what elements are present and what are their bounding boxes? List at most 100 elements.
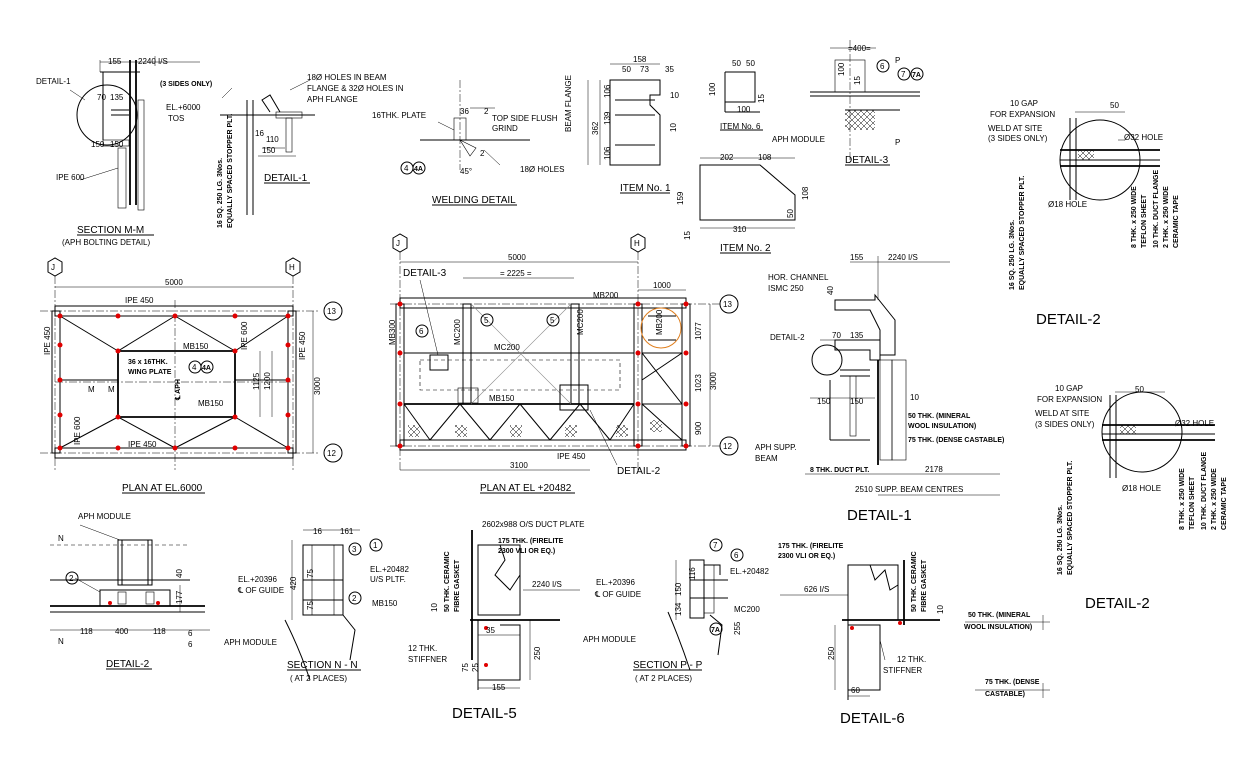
holes-note-3: APH FLANGE [307,95,358,104]
grid-12: 12 [327,449,336,458]
firelite-note-2: 2300 VLI OR EQ.) [498,548,555,555]
module-label: APH MODULE [78,512,131,521]
dim-2240: 2240 I/S [138,57,168,66]
item6-title: ITEM No. 6 [720,122,761,131]
tos-label: TOS [168,114,184,123]
dim-150a: 150 [817,397,831,406]
dim-135: 135 [110,93,124,102]
tag-4: 4 [192,363,197,372]
dim-150b: 150 [850,397,864,406]
mineral-note-2: WOOL INSULATION) [964,624,1032,631]
callout-7a: 7A [912,72,921,79]
item-no-6: 50 50 100 100 15 ITEM No. 6 [708,59,766,131]
castable-note-2: CASTABLE) [985,691,1025,698]
dim-50: 50 [622,65,631,74]
duct-flange-note: 10 THK. DUCT FLANGE [1201,452,1208,531]
weld-note-2: (3 SIDES ONLY) [1035,420,1095,429]
flush-note-2: GRIND [492,124,518,133]
mb150-label: MB150 [372,599,398,608]
gap-note-2: FOR EXPANSION [1037,395,1102,404]
section-pp-sub: ( AT 2 PLACES) [635,674,692,683]
dim-158: 158 [633,55,647,64]
dim-10: 10 [910,393,919,402]
holes-note: 18Ø HOLES [520,165,564,174]
hole-18: Ø18 HOLE [1048,200,1087,209]
detail2-top-title: DETAIL-2 [1036,311,1101,328]
dim-400: =400= [848,44,871,53]
mb200-right: MB200 [655,309,664,335]
dim-116: 116 [688,567,697,580]
stiffener-note-1: 12 THK. [408,644,437,653]
dim-10: 10 [430,603,439,612]
section-nn-title: SECTION N - N [287,660,358,671]
section-mark-m2: M [108,385,115,394]
item1-title: ITEM No. 1 [620,183,671,194]
centerline-aph: ℄ APH [174,379,182,401]
detail5: 2602x988 O/S DUCT PLATE 175 THK. (FIRELI… [408,520,584,722]
stiffener-note-2: STIFFNER [883,666,922,675]
ceramic-note-2: FIBRE GASKET [921,559,928,612]
dim-159: 159 [676,191,685,205]
dim-35: 35 [665,65,674,74]
beam-600-left: IPE 600 [73,416,82,445]
grid-j: J [51,263,55,272]
section-pp: 7 6 7A EL.+20482 EL.+20396 ℄ OF GUIDE MC… [583,538,769,683]
tag-4: 4 [404,164,409,173]
castable-note: 75 THK. (DENSE CASTABLE) [908,437,1004,444]
stiffener-note-2: STIFFNER [408,655,447,664]
dim-177: 177 [175,590,184,604]
dim-202: 202 [720,153,734,162]
callout-5b: 5 [550,316,555,325]
firelite-note-2: 2300 VLI OR EQ.) [778,553,835,560]
duct-plate-note: 8 THK. DUCT PLT. [810,467,869,474]
detail3: =400= 6 7 7A 100 15 APH MODULE P P DETAI… [772,40,924,166]
dim-626: 626 I/S [804,585,829,594]
duct-plate-note: 2602x988 O/S DUCT PLATE [482,520,584,529]
beam-flange-label: BEAM FLANGE [564,75,573,132]
dim-110: 110 [266,135,279,144]
section-nn-sub: ( AT 2 PLACES) [290,674,347,683]
dim-50: 50 [1110,101,1119,110]
beam-right: IPE 450 [298,331,307,360]
guide-note: ℄ OF GUIDE [237,586,284,595]
elevation: EL.+6000 [166,103,201,112]
module-label: APH MODULE [583,635,636,644]
tape-note-2: CERAMIC TAPE [1173,195,1180,248]
dim-161: 161 [340,527,354,536]
dim-139: 139 [603,111,612,125]
tape-note-2: CERAMIC TAPE [1221,477,1228,530]
plate-note: 16THK. PLATE [372,111,426,120]
dim-75b: 75 [306,601,315,610]
sides-note: (3 SIDES ONLY) [160,81,212,88]
dim-2240: 2240 I/S [532,580,562,589]
detail6: 175 THK. (FIRELITE 2300 VLI OR EQ.) 50 T… [778,543,945,727]
stopper-note-1: 16 SQ. 250 LG. 3Nos. [217,158,224,228]
dim-3000: 3000 [313,377,322,395]
dim-108a: 108 [758,153,772,162]
dim-60: 60 [851,686,860,695]
dim-2510: 2510 SUPP. BEAM CENTRES [855,485,963,494]
gap-note-2: FOR EXPANSION [990,110,1055,119]
item-no-2: 202 108 108 159 50 15 310 ITEM No. 2 [676,153,810,254]
dim-70: 70 [97,93,106,102]
plan-el6000: J H 13 12 5000 3000 IPE 450 IPE 450 IPE … [40,257,343,494]
ceramic-note-2: FIBRE GASKET [454,559,461,612]
dim-16: 16 [313,527,322,536]
callout-7: 7 [901,70,906,79]
grid-13: 13 [327,307,336,316]
teflon-note-1: 8 THK. x 250 WIDE [1179,468,1186,530]
stopper-note-1: 16 SQ. 250 LG. 3Nos. [1009,220,1016,290]
detail2-callout: DETAIL-2 [617,466,661,477]
mc200-mid: MC200 [494,343,520,352]
castable-note-1: 75 THK. (DENSE [985,679,1040,686]
dim-106b: 106 [603,146,612,160]
dim-50: 50 [1135,385,1144,394]
wing-note-1: 36 x 16THK. [128,359,168,366]
dim-5000: 5000 [165,278,183,287]
weld-note-2: (3 SIDES ONLY) [988,134,1048,143]
grid-13: 13 [723,300,732,309]
ceramic-note-1: 50 THK. CERAMIC [911,551,918,612]
section-mm-title: SECTION M-M [77,225,144,236]
mb150-bottom: MB150 [198,399,224,408]
stopper-note-2: EQUALLY SPACED STOPPER PLT. [1067,461,1074,575]
